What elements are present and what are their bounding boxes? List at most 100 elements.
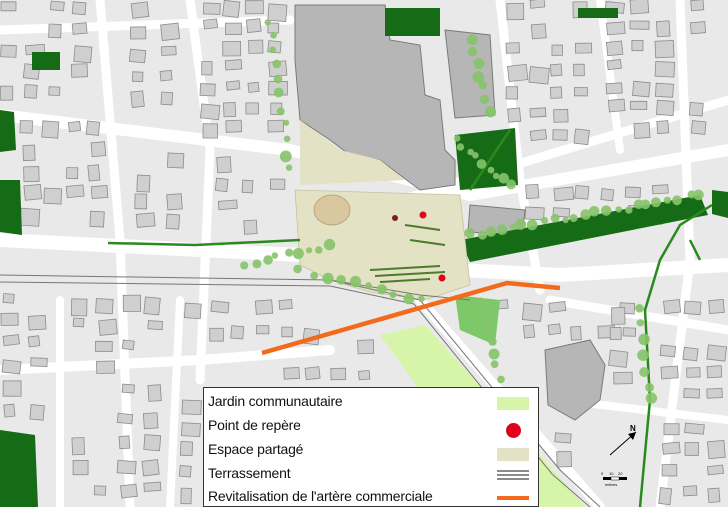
- building-footprint: [549, 86, 563, 99]
- building-footprint: [661, 441, 681, 455]
- tree-canopy: [293, 264, 302, 274]
- tree-canopy: [276, 107, 285, 116]
- park-top-center: [385, 8, 440, 36]
- legend-item-community-garden: Jardin communautaire: [204, 390, 538, 414]
- building-footprint: [201, 61, 213, 76]
- building-footprint: [663, 423, 680, 436]
- scale-tick-20: 20: [618, 471, 623, 476]
- street-south-3: [166, 296, 184, 507]
- building-footprint: [160, 22, 181, 41]
- tree-canopy: [271, 252, 278, 259]
- building-footprint: [22, 144, 36, 162]
- tree-canopy: [635, 304, 644, 313]
- building-footprint: [524, 206, 545, 221]
- building-footprint: [507, 107, 522, 123]
- building-footprint: [248, 39, 264, 54]
- tree-canopy: [485, 226, 497, 237]
- building-footprint: [521, 302, 543, 322]
- terrace-line: [374, 271, 446, 277]
- tree-canopy: [496, 224, 508, 235]
- building-southeast: [544, 339, 606, 421]
- tree-canopy: [263, 255, 273, 265]
- building-footprint: [72, 317, 85, 328]
- building-footprint: [130, 1, 150, 19]
- building-footprint: [183, 302, 202, 320]
- building-footprint: [655, 99, 675, 116]
- legend-swatch-light-green: [497, 397, 529, 410]
- building-footprint: [121, 339, 135, 351]
- building-footprint: [682, 485, 698, 497]
- tree-canopy: [479, 309, 486, 316]
- tree-canopy: [453, 135, 461, 142]
- commercial-artery: [261, 280, 561, 356]
- building-footprint: [654, 40, 675, 59]
- building-footprint: [217, 199, 238, 211]
- scale-bar-segment: [619, 477, 627, 480]
- tree-canopy: [615, 206, 622, 213]
- building-footprint: [683, 388, 701, 399]
- building-footprint: [166, 193, 183, 211]
- building-footprint: [611, 307, 626, 325]
- scale-bar-segment: [610, 476, 620, 481]
- street-south-4: [545, 295, 728, 335]
- park-west-edge-2: [0, 180, 22, 235]
- tree-canopy: [273, 87, 284, 98]
- building-footprint: [690, 120, 707, 135]
- tree-canopy: [456, 143, 465, 151]
- building-footprint: [254, 299, 274, 315]
- landmarks: [392, 211, 446, 282]
- building-footprint: [72, 459, 89, 476]
- green-corridor: [460, 195, 708, 262]
- green-paths: [107, 129, 713, 507]
- building-footprint: [547, 323, 562, 336]
- legend-swatch-gray-lines: [497, 470, 529, 480]
- north-arrow-head: [628, 432, 636, 440]
- building-footprint: [65, 184, 85, 199]
- building-footprint: [118, 435, 131, 450]
- terrace-line: [369, 265, 441, 271]
- building-footprint: [202, 123, 219, 139]
- building-footprint: [87, 164, 101, 182]
- building-footprint: [706, 365, 723, 379]
- building-footprint: [608, 349, 629, 368]
- building-footprint: [147, 320, 163, 331]
- building-footprint: [49, 0, 65, 12]
- building-footprint: [570, 326, 582, 341]
- building-footprint: [134, 193, 148, 210]
- building-footprint: [267, 3, 288, 23]
- tree-canopy: [252, 259, 262, 269]
- building-footprint: [90, 185, 109, 199]
- building-footprint: [281, 326, 293, 338]
- tree-canopy: [541, 216, 549, 225]
- building-footprint: [89, 210, 105, 228]
- building-footprint: [90, 141, 107, 158]
- building-footprint: [160, 45, 177, 56]
- building-footprint: [216, 156, 232, 174]
- building-footprint: [661, 464, 678, 477]
- building-footprint: [222, 0, 241, 18]
- building-footprint: [66, 167, 79, 179]
- building-footprint: [179, 440, 194, 457]
- building-footprint: [95, 340, 113, 352]
- tree-canopy: [482, 320, 493, 331]
- building-footprint: [23, 166, 40, 183]
- building-footprint: [245, 18, 262, 34]
- building-footprint: [141, 459, 160, 477]
- shared-space-north: [300, 120, 405, 185]
- building-footprint: [181, 422, 201, 438]
- tree-canopy: [478, 80, 487, 90]
- parks: [0, 8, 728, 507]
- building-footprint: [0, 85, 14, 101]
- building-footprint: [522, 324, 536, 339]
- building-footprint: [633, 122, 651, 139]
- tree-canopy: [306, 247, 313, 254]
- building-footprint: [530, 23, 547, 40]
- street-ns-2: [185, 0, 215, 385]
- tree-canopy: [488, 337, 497, 346]
- green-path-east: [638, 203, 713, 507]
- tree-canopy: [349, 275, 362, 288]
- tree-canopy: [365, 282, 372, 289]
- tree-canopy: [645, 392, 658, 404]
- tree-canopy: [601, 205, 612, 216]
- building-footprint: [551, 44, 563, 56]
